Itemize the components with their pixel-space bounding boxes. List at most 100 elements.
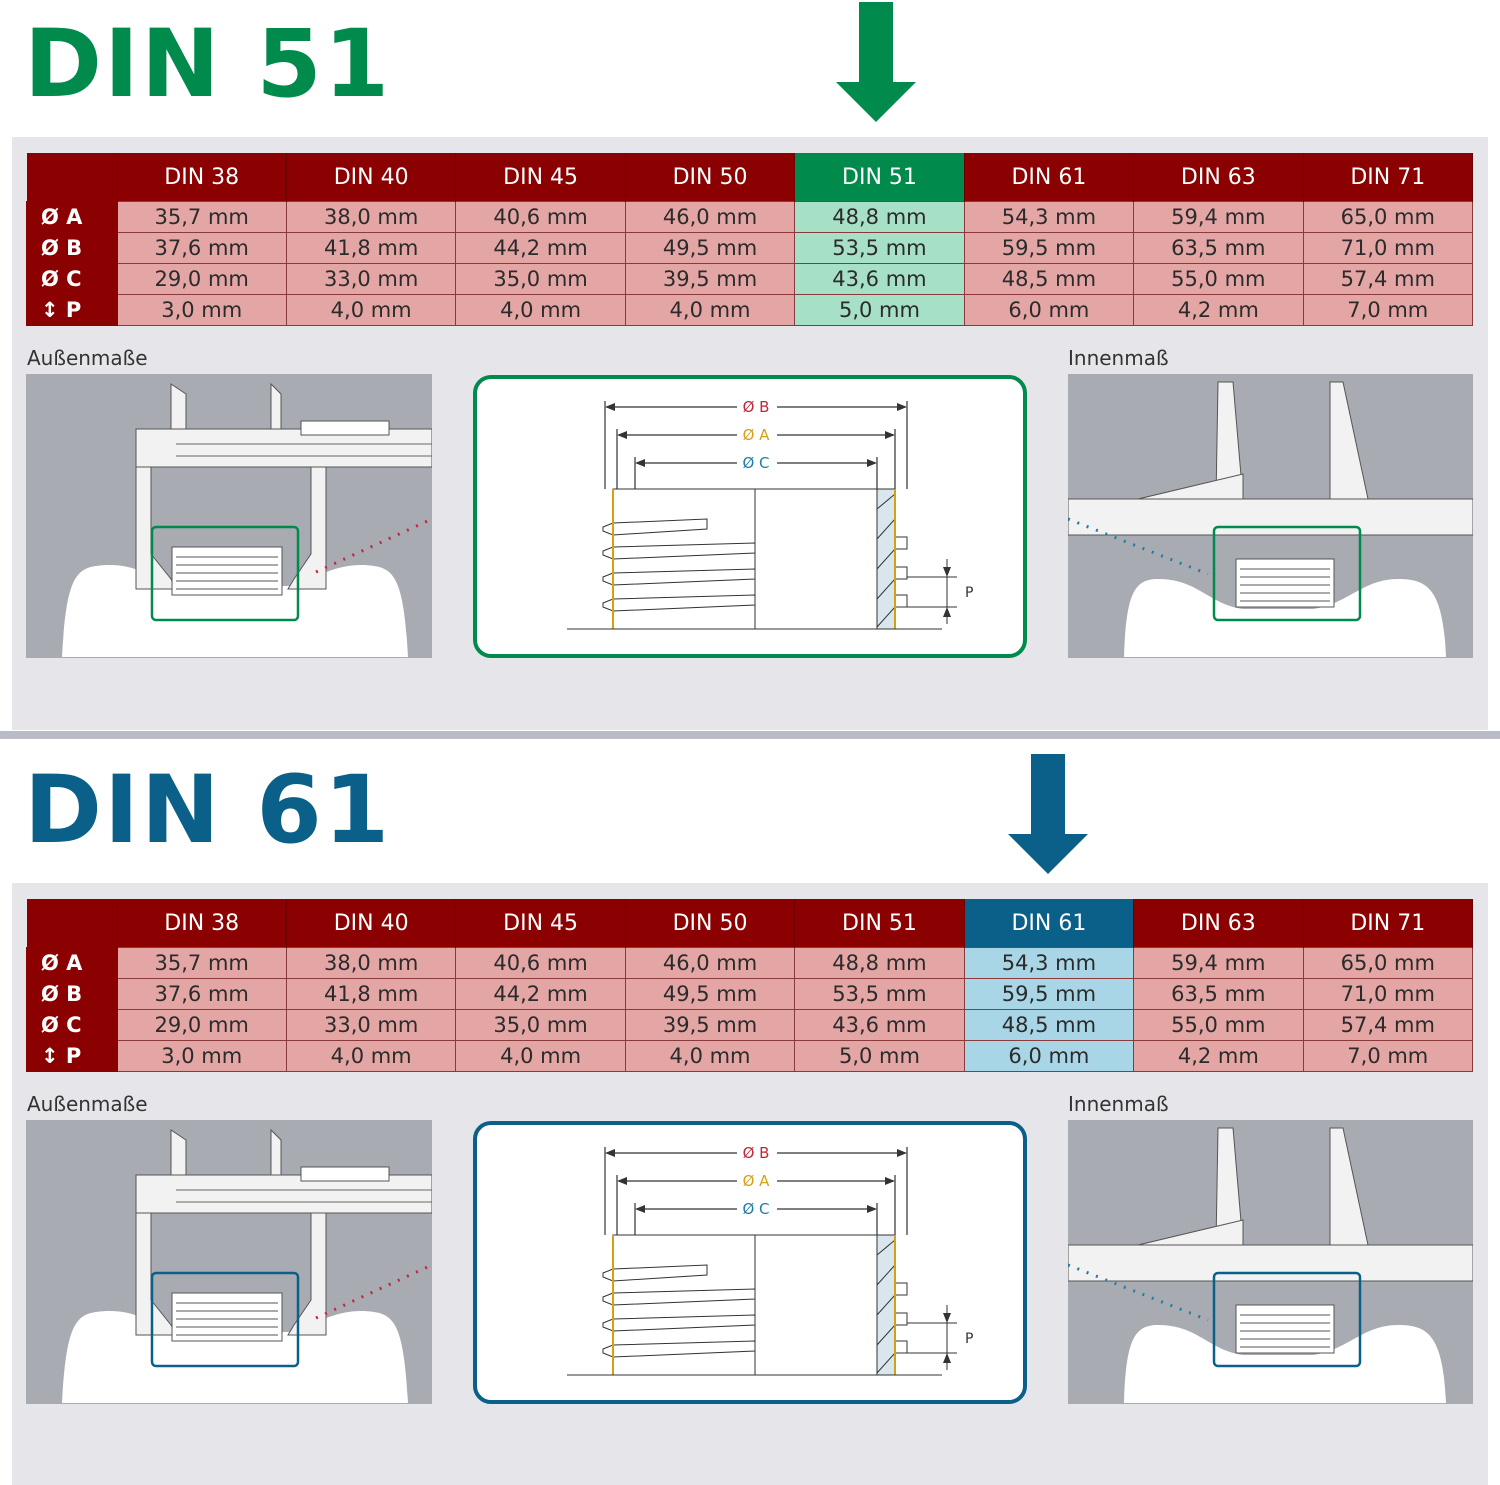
table-cell: 48,5 mm [963, 1009, 1135, 1041]
table-cell: 39,5 mm [624, 1009, 796, 1041]
table-cell: 55,0 mm [1133, 1009, 1304, 1041]
column-header: DIN 63 [1133, 899, 1304, 948]
column-header: DIN 38 [117, 153, 287, 202]
pitch-label: P [965, 585, 973, 601]
table-cell: 3,0 mm [116, 294, 287, 326]
table-cell: 43,6 mm [794, 1009, 965, 1041]
column-header: DIN 45 [455, 153, 626, 202]
table-cell: 6,0 mm [963, 294, 1135, 326]
table-cell: 35,7 mm [116, 947, 287, 979]
table-cell: 4,0 mm [285, 1040, 457, 1072]
inner-measure-illustration [1068, 374, 1473, 658]
column-header: DIN 50 [625, 153, 796, 202]
table-cell: 6,0 mm [963, 1040, 1135, 1072]
column-header: DIN 51 [794, 899, 965, 948]
table-cell: 48,8 mm [794, 947, 965, 979]
row-label: Ø B [26, 232, 118, 264]
column-header: DIN 51 [794, 153, 965, 202]
table-cell: 59,5 mm [963, 978, 1135, 1010]
thread-cross-section-icon: Ø B Ø A Ø C P [567, 1144, 973, 1376]
column-header: DIN 61 [964, 899, 1135, 948]
outer-caption: Außenmaße [27, 1092, 148, 1116]
section-divider [0, 731, 1500, 739]
table-cell: 40,6 mm [455, 947, 626, 979]
table-corner [26, 899, 118, 948]
table-cell: 43,6 mm [794, 263, 965, 295]
table-cell: 29,0 mm [116, 1009, 287, 1041]
caliper-inner-icon [1068, 381, 1473, 657]
column-header: DIN 63 [1133, 153, 1304, 202]
column-header: DIN 45 [455, 899, 626, 948]
column-header: DIN 71 [1303, 153, 1474, 202]
table-cell: 59,4 mm [1133, 201, 1304, 233]
column-header: DIN 40 [286, 899, 457, 948]
table-cell: 7,0 mm [1302, 1040, 1474, 1072]
table-cell: 5,0 mm [794, 1040, 965, 1072]
table-cell: 4,2 mm [1133, 294, 1304, 326]
table-cell: 41,8 mm [285, 232, 457, 264]
table-cell: 35,0 mm [455, 263, 626, 295]
table-cell: 46,0 mm [624, 201, 796, 233]
table-cell: 39,5 mm [624, 263, 796, 295]
table-cell: 49,5 mm [624, 232, 796, 264]
table-cell: 44,2 mm [455, 978, 626, 1010]
thread-diagram-frame: Ø B Ø A Ø C P [473, 1121, 1027, 1404]
table-cell: 59,5 mm [963, 232, 1135, 264]
table-cell: 55,0 mm [1133, 263, 1304, 295]
inner-caption: Innenmaß [1068, 346, 1169, 370]
table-cell: 71,0 mm [1302, 978, 1474, 1010]
column-header: DIN 61 [964, 153, 1135, 202]
table-cell: 71,0 mm [1302, 232, 1474, 264]
table-cell: 33,0 mm [285, 263, 457, 295]
table-cell: 4,0 mm [624, 1040, 796, 1072]
table-cell: 7,0 mm [1302, 294, 1474, 326]
table-cell: 59,4 mm [1133, 947, 1304, 979]
column-header: DIN 50 [625, 899, 796, 948]
table-cell: 65,0 mm [1302, 947, 1474, 979]
table-cell: 35,0 mm [455, 1009, 626, 1041]
caliper-inner-icon [1068, 1127, 1473, 1403]
diameter-b-label: Ø B [743, 398, 770, 416]
table-cell: 38,0 mm [285, 947, 457, 979]
inner-caption: Innenmaß [1068, 1092, 1169, 1116]
row-label: ↕ P [26, 294, 118, 326]
table-cell: 4,0 mm [285, 294, 457, 326]
table-corner [26, 153, 118, 202]
table-cell: 40,6 mm [455, 201, 626, 233]
section-title: DIN 51 [24, 10, 392, 119]
diameter-a-label: Ø A [743, 1172, 771, 1190]
table-cell: 48,5 mm [963, 263, 1135, 295]
column-header: DIN 40 [286, 153, 457, 202]
caliper-outer-icon [62, 382, 432, 657]
table-cell: 4,0 mm [455, 1040, 626, 1072]
row-label: ↕ P [26, 1040, 118, 1072]
column-header: DIN 38 [117, 899, 287, 948]
diameter-c-label: Ø C [742, 1200, 769, 1218]
table-cell: 48,8 mm [794, 201, 965, 233]
table-cell: 4,0 mm [624, 294, 796, 326]
thread-cross-section-icon: Ø B Ø A Ø C P [567, 398, 973, 630]
row-label: Ø C [26, 263, 118, 295]
diameter-c-label: Ø C [742, 454, 769, 472]
table-cell: 37,6 mm [116, 978, 287, 1010]
table-cell: 54,3 mm [963, 201, 1135, 233]
table-cell: 38,0 mm [285, 201, 457, 233]
diameter-b-label: Ø B [743, 1144, 770, 1162]
row-label: Ø A [26, 201, 118, 233]
diameter-a-label: Ø A [743, 426, 771, 444]
table-cell: 5,0 mm [794, 294, 965, 326]
table-cell: 44,2 mm [455, 232, 626, 264]
